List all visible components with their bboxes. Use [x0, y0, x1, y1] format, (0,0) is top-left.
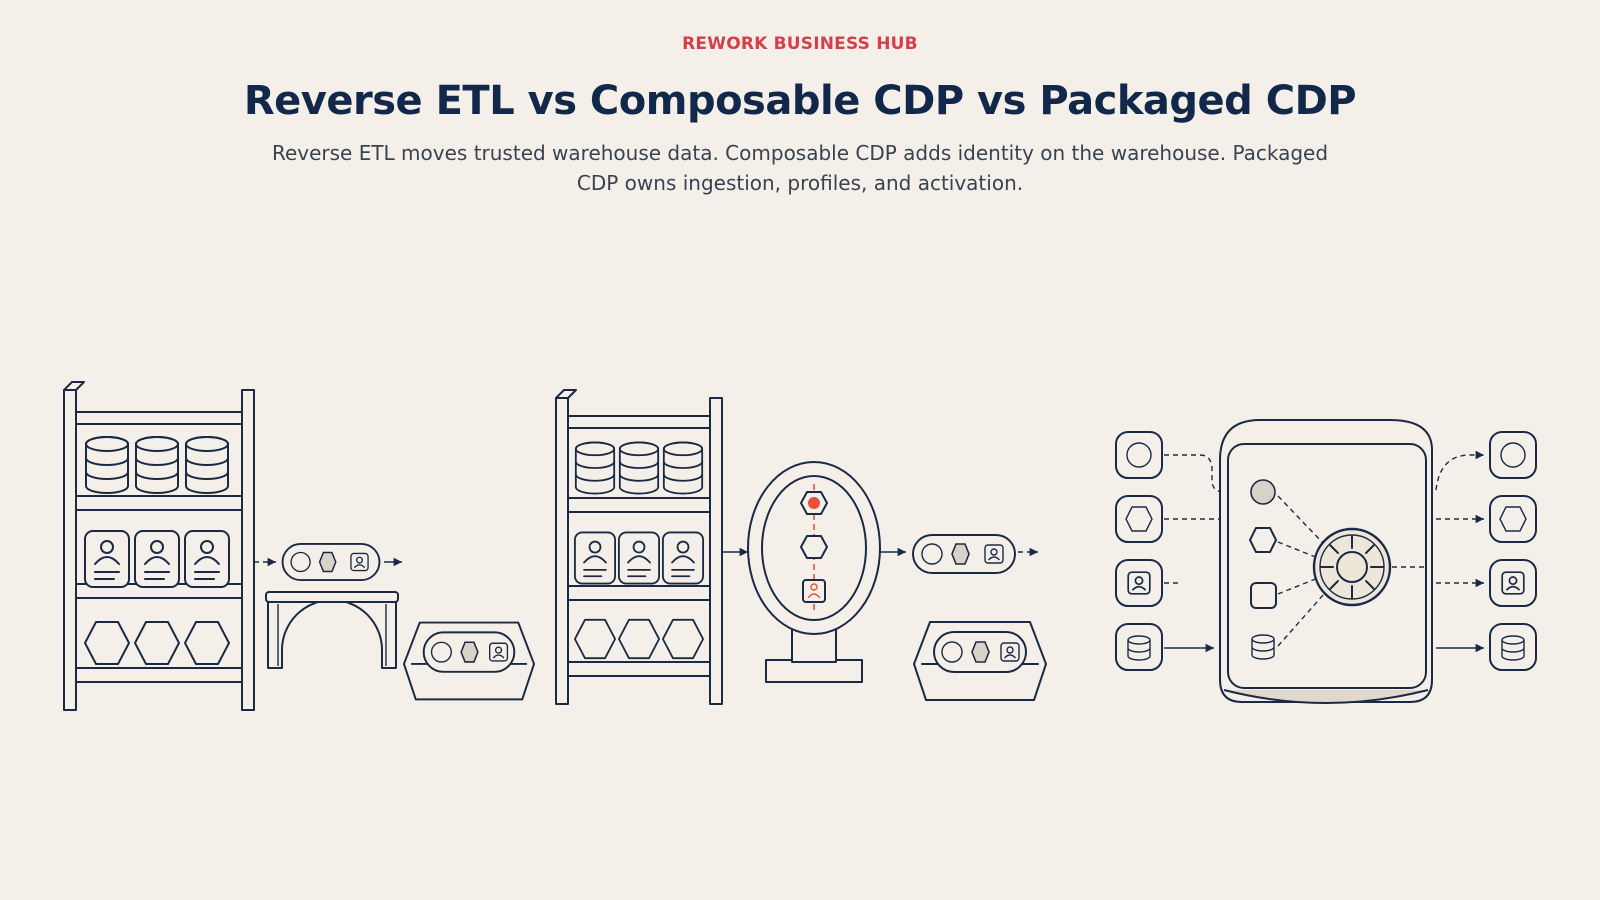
page-title: Reverse ETL vs Composable CDP vs Package… — [243, 78, 1357, 124]
destination-nodes-icon — [1489, 431, 1537, 671]
data-pipe-icon — [283, 544, 380, 580]
destination-tray-icon — [404, 623, 534, 700]
page-subtitle: Reverse ETL moves trusted warehouse data… — [271, 141, 1329, 195]
identity-resolution-mirror-icon — [747, 461, 881, 683]
warehouse-shelf-icon — [555, 389, 723, 705]
data-pipe-icon — [913, 535, 1015, 573]
reverse-etl-panel — [63, 381, 534, 711]
composable-cdp-panel — [555, 389, 1046, 705]
destination-tray-icon — [914, 622, 1046, 700]
packaged-cdp-panel — [1115, 419, 1537, 704]
bridge-icon — [265, 591, 399, 669]
cdp-vault-icon — [1219, 419, 1433, 704]
source-nodes-icon — [1115, 431, 1163, 671]
warehouse-shelf-icon — [63, 381, 255, 711]
brand-kicker: REWORK BUSINESS HUB — [682, 34, 918, 54]
